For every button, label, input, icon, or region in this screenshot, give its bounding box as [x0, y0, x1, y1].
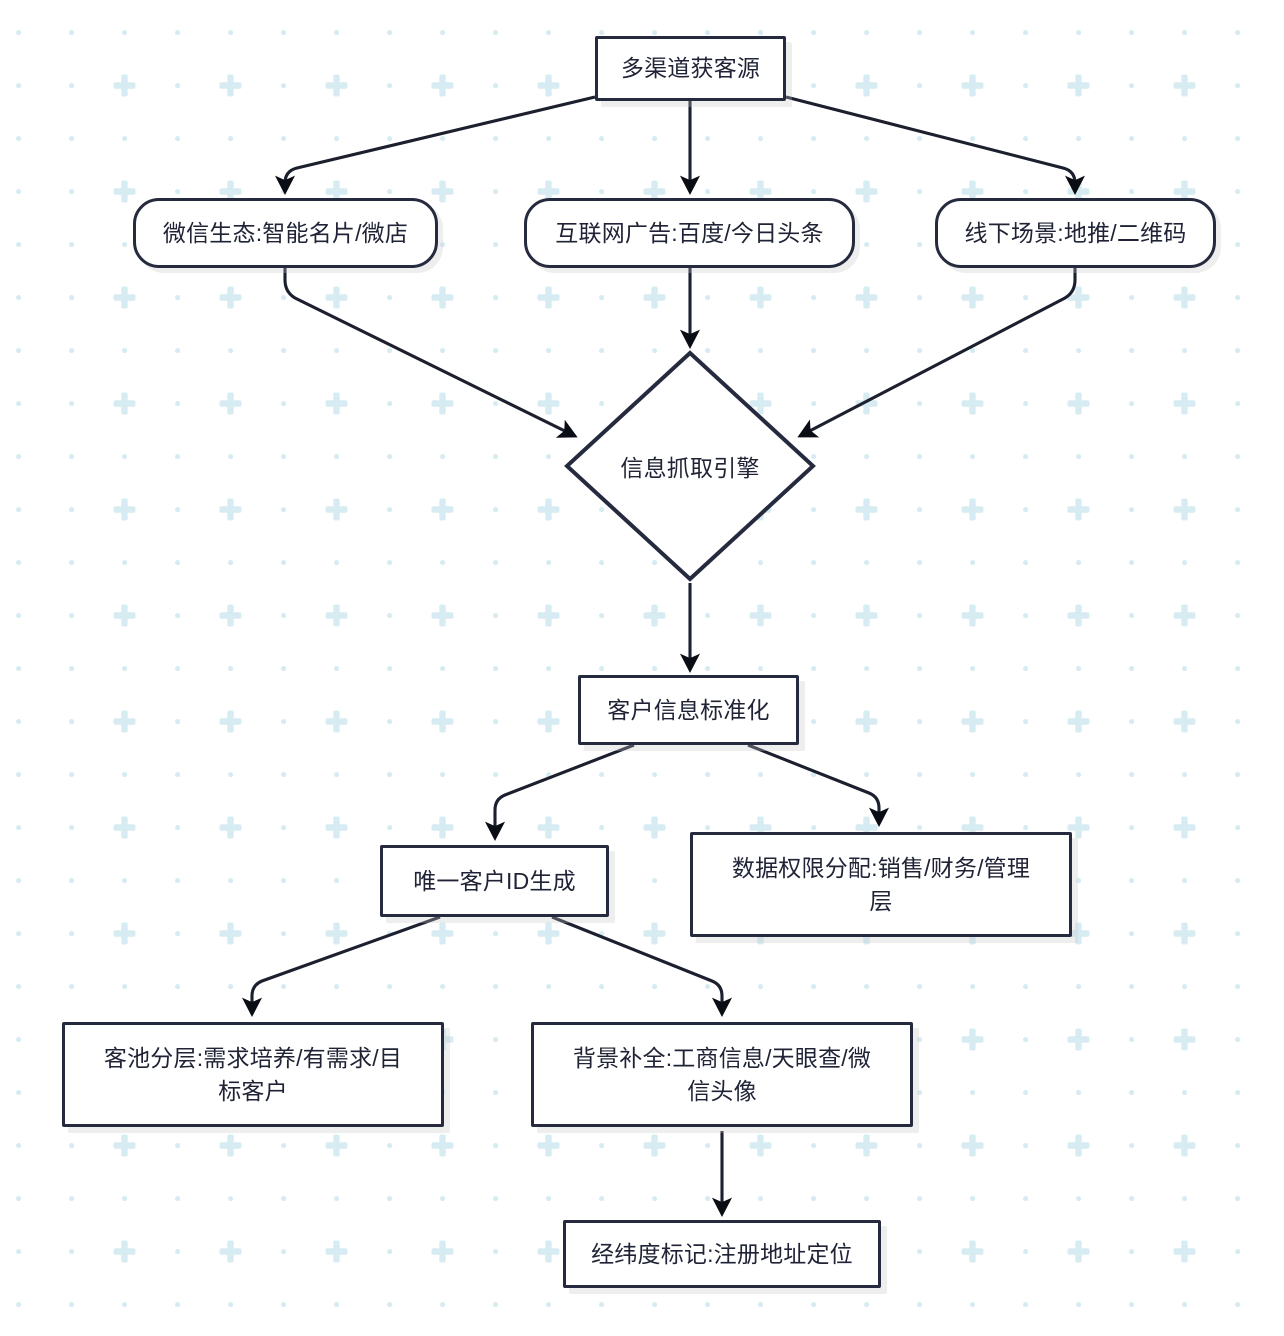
node-geo-coordinate-marking[interactable]: 经纬度标记:注册地址定位: [563, 1220, 881, 1288]
node-customer-info-standardization[interactable]: 客户信息标准化: [578, 675, 799, 745]
node-customer-pool-layering[interactable]: 客池分层:需求培养/有需求/目 标客户: [62, 1022, 444, 1127]
node-unique-customer-id[interactable]: 唯一客户ID生成: [380, 845, 609, 917]
node-wechat-ecosystem[interactable]: 微信生态:智能名片/微店: [133, 198, 438, 268]
edge-n1-n2: [274, 95, 596, 195]
node-data-permission-allocation[interactable]: 数据权限分配:销售/财务/管理 层: [690, 832, 1072, 937]
node-internet-advertising[interactable]: 互联网广告:百度/今日头条: [524, 198, 855, 268]
edge-n7-n10: [551, 915, 733, 1017]
node-label: 背景补全:工商信息/天眼查/微 信头像: [572, 1044, 872, 1104]
edge-n1-n4: [785, 95, 1086, 195]
node-label: 经纬度标记:注册地址定位: [591, 1240, 853, 1267]
node-label: 微信生态:智能名片/微店: [162, 219, 409, 246]
node-label: 客池分层:需求培养/有需求/目 标客户: [103, 1044, 403, 1104]
node-label: 多渠道获客源: [620, 55, 761, 82]
diamond-shape: [564, 350, 816, 582]
node-label: 线下场景:地推/二维码: [964, 219, 1187, 246]
node-info-scraping-engine[interactable]: 信息抓取引擎: [563, 349, 817, 583]
node-label: 信息抓取引擎: [620, 455, 760, 481]
edge-n6-n7: [484, 743, 635, 841]
node-offline-scenario[interactable]: 线下场景:地推/二维码: [935, 198, 1216, 268]
edge-n4-n5: [797, 268, 1077, 438]
edge-n6-n8: [747, 743, 890, 827]
edge-n2-n5: [283, 268, 578, 438]
node-label: 客户信息标准化: [607, 696, 770, 723]
node-background-completion[interactable]: 背景补全:工商信息/天眼查/微 信头像: [531, 1022, 913, 1127]
node-label: 互联网广告:百度/今日头条: [555, 219, 824, 246]
node-multichannel-lead-source[interactable]: 多渠道获客源: [595, 36, 786, 101]
node-label: 数据权限分配:销售/财务/管理 层: [731, 854, 1031, 914]
edge-n7-n9: [241, 915, 441, 1017]
node-label: 唯一客户ID生成: [413, 867, 576, 894]
